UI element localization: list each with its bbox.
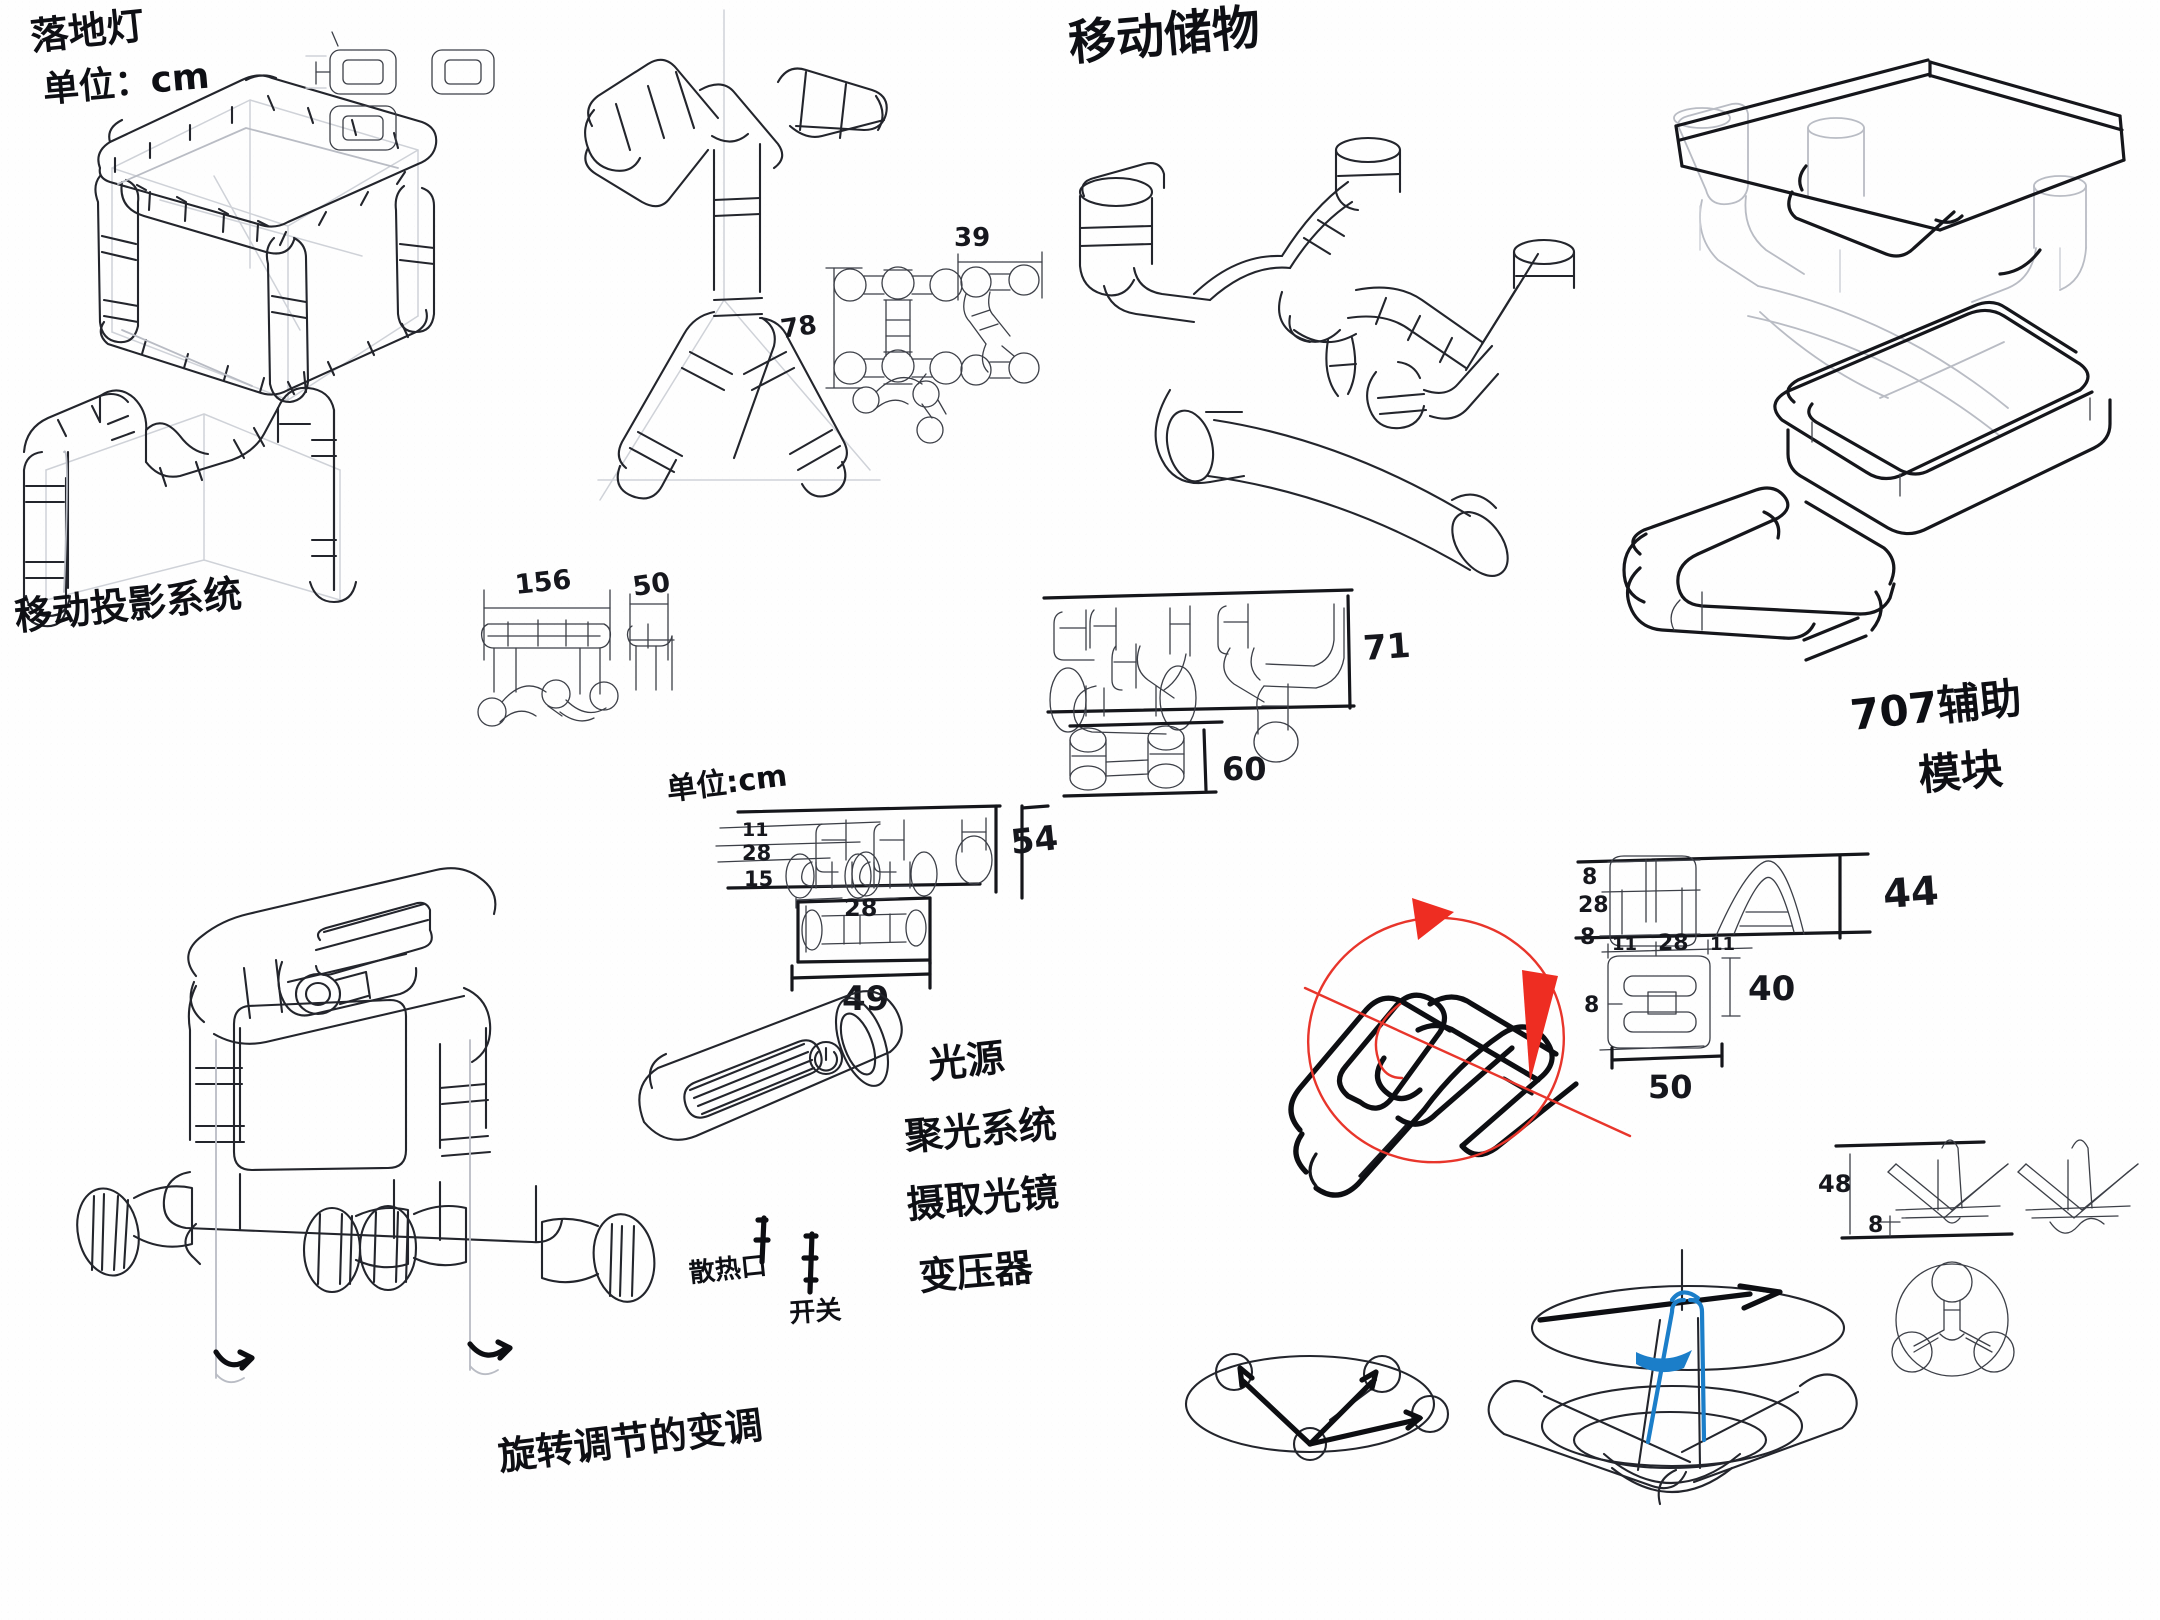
dim-mod-44: 44 <box>1881 868 1940 918</box>
light-source-label-1: 聚光系统 <box>902 1102 1058 1159</box>
drawing-y-junction <box>584 9 888 501</box>
drawing-cone-stand <box>1487 1248 1858 1506</box>
dim-mod-28b: 28 <box>1658 931 1689 956</box>
dim-mod-8b: 8 <box>1580 925 1595 950</box>
drawing-bar-orthographic: 156 50 <box>477 564 675 727</box>
drawing-mobile-storage-rig <box>1078 136 1576 577</box>
dim-bar-drop: 50 <box>631 567 673 603</box>
light-source-label-2: 摄取光镜 <box>905 1170 1060 1227</box>
annotation-layer: 落地灯 单位：cm 移动储物 移动投影系统 单位:cm 707辅助 模块 光源 … <box>12 0 2023 1479</box>
drawing-wave-pipe-run <box>22 370 358 628</box>
dim-mod-8a: 8 <box>1582 865 1597 890</box>
dim-elbow-width: 39 <box>954 223 990 253</box>
dim-tee-height: 78 <box>779 310 819 345</box>
dim-mod-11a: 11 <box>1612 934 1637 955</box>
light-source-label-0: 光源 <box>926 1035 1006 1087</box>
drawing-rotating-clamp-module <box>1288 898 1632 1198</box>
title-top-left-line1: 落地灯 <box>28 3 146 59</box>
drawing-plan-elevation-ortho: 11 28 15 54 <box>715 804 1060 1019</box>
dim-foot-48: 48 <box>1818 1170 1851 1198</box>
dim-mod-50: 50 <box>1648 1068 1693 1106</box>
drawing-projector-rig <box>76 867 656 1384</box>
title-top-left-line2: 单位：cm <box>41 56 211 111</box>
drawing-axis-diagram <box>1184 1352 1450 1462</box>
drawing-foot-detail: 48 8 <box>1818 1139 2139 1377</box>
drawing-projector-body <box>638 990 903 1141</box>
drawing-tee-elbow-ortho: 78 39 <box>779 223 1043 444</box>
label-707-line1: 707辅助 <box>1848 673 2024 740</box>
dim-mod-8c: 8 <box>1584 993 1599 1018</box>
drawing-bracket-ortho: 71 60 <box>1042 588 1412 798</box>
dim-bar-length: 156 <box>513 564 572 601</box>
unit-note-center: 单位:cm <box>665 758 789 807</box>
dim-mod-28a: 28 <box>1578 893 1609 918</box>
switch-label: 开关 <box>788 1295 842 1329</box>
drawing-pipe-cube-frame <box>94 74 438 404</box>
dim-mod-40: 40 <box>1748 969 1795 1009</box>
dim-plan-15: 15 <box>744 867 773 891</box>
rotation-note: 旋转调节的变调 <box>496 1403 765 1479</box>
dim-plan-11: 11 <box>742 819 768 841</box>
dim-mod-11b: 11 <box>1710 934 1735 955</box>
dim-bracket-71: 71 <box>1362 626 1412 669</box>
dim-foot-8: 8 <box>1868 1213 1883 1238</box>
drawing-tray-basin <box>1773 300 2112 536</box>
vent-label: 散热口 <box>688 1251 769 1289</box>
drawing-module-ortho: 8 28 8 44 11 28 11 8 40 <box>1574 852 1940 1106</box>
dim-plan-28-b: 28 <box>844 894 877 922</box>
dim-bracket-60: 60 <box>1222 750 1267 788</box>
drawing-tray-frame <box>1673 58 2126 437</box>
drawing-zigzag-swatch <box>477 679 619 727</box>
light-source-label-3: 变压器 <box>917 1245 1035 1299</box>
label-707-line2: 模块 <box>1917 744 2005 800</box>
title-top-right: 移动储物 <box>1066 0 1262 72</box>
title-mid-left: 移动投影系统 <box>12 571 243 639</box>
drawing-connector-swatches <box>305 31 495 151</box>
drawing-strap-clip <box>1622 486 1896 662</box>
dim-plan-54: 54 <box>1009 818 1060 863</box>
dim-plan-28: 28 <box>742 841 771 865</box>
